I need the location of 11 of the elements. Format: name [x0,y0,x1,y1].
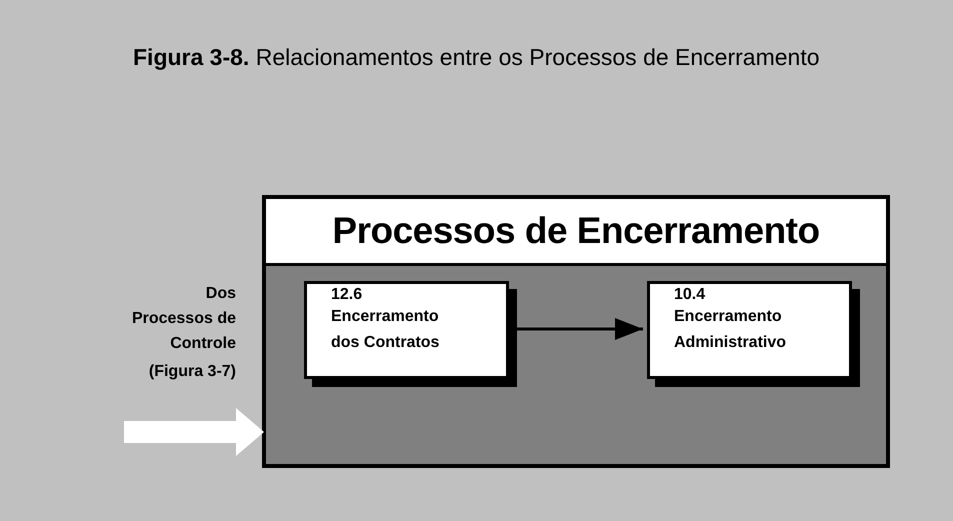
group-heading: Processos de Encerramento [266,199,886,266]
process-number: 12.6 [331,285,364,304]
figure-title: Figura 3-8. Relacionamentos entre os Processos de Encerramento [133,44,820,71]
block-arrow [124,408,264,456]
figure-reference: (Figura 3-7) [148,362,236,382]
source-label: Dos Processos de Controle [130,284,236,354]
process-group-panel [262,195,890,468]
process-name: Encerramento dos Contratos [331,307,440,353]
arrow [517,318,643,340]
process-name: Encerramento Administrativo [674,307,788,353]
process-number: 10.4 [674,285,706,304]
